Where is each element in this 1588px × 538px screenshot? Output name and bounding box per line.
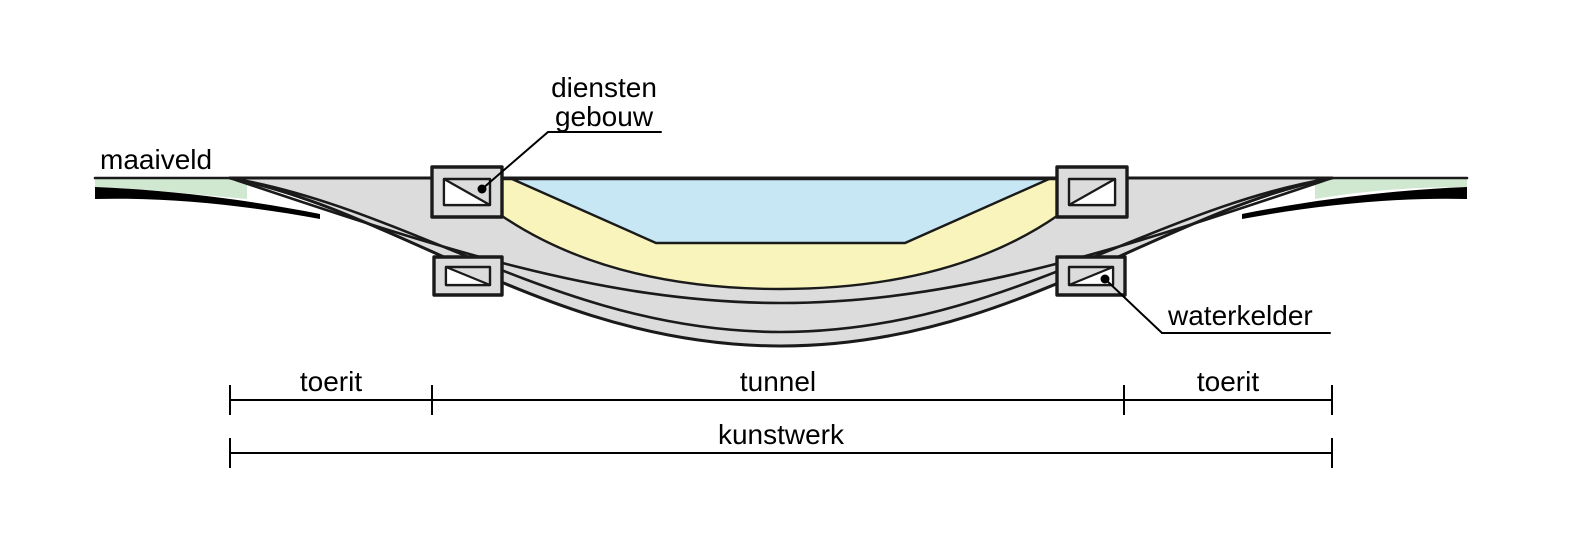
tunnel-label: tunnel	[740, 366, 816, 397]
floor-slab-line	[228, 176, 1334, 334]
maaiveld-label: maaiveld	[100, 144, 212, 175]
upper-box-right-hatch-triangle	[1067, 177, 1117, 207]
kunstwerk-label: kunstwerk	[718, 419, 845, 450]
road-surface-right	[1242, 187, 1467, 219]
terrain-left	[93, 176, 320, 219]
diensten-gebouw-leader-dot	[477, 184, 487, 194]
toerit-left-label: toerit	[300, 366, 362, 397]
waterkelder-label: waterkelder	[1167, 300, 1313, 331]
label-maaiveld: maaiveld	[100, 144, 212, 175]
label-diensten-gebouw: diensten gebouw	[477, 72, 662, 194]
label-waterkelder: waterkelder	[1100, 274, 1331, 334]
waterkelder-leader-dot	[1100, 274, 1110, 284]
services-building	[430, 165, 504, 219]
ground-green-left	[95, 179, 247, 199]
water-cellar-left-hatch-triangle	[444, 265, 492, 287]
ground-green-right	[1315, 179, 1467, 199]
structure	[228, 176, 1334, 348]
road-surface-left	[95, 187, 320, 219]
toerit-right-label: toerit	[1197, 366, 1259, 397]
dimension-row-2: kunstwerk	[229, 419, 1333, 468]
services-building-hatch-triangle	[442, 177, 492, 207]
roof-slab-line	[228, 176, 1334, 305]
upper-box-right	[1055, 165, 1129, 219]
diensten-gebouw-leader-line	[481, 131, 662, 190]
terrain-right	[1242, 176, 1469, 219]
diensten-gebouw-label-line2: gebouw	[555, 101, 654, 132]
diensten-gebouw-label-line1: diensten	[551, 72, 657, 103]
dimension-row-1: toerit tunnel toerit	[229, 366, 1333, 415]
waterkelder-leader-line	[1104, 278, 1331, 334]
water-cellar-left	[432, 255, 504, 297]
